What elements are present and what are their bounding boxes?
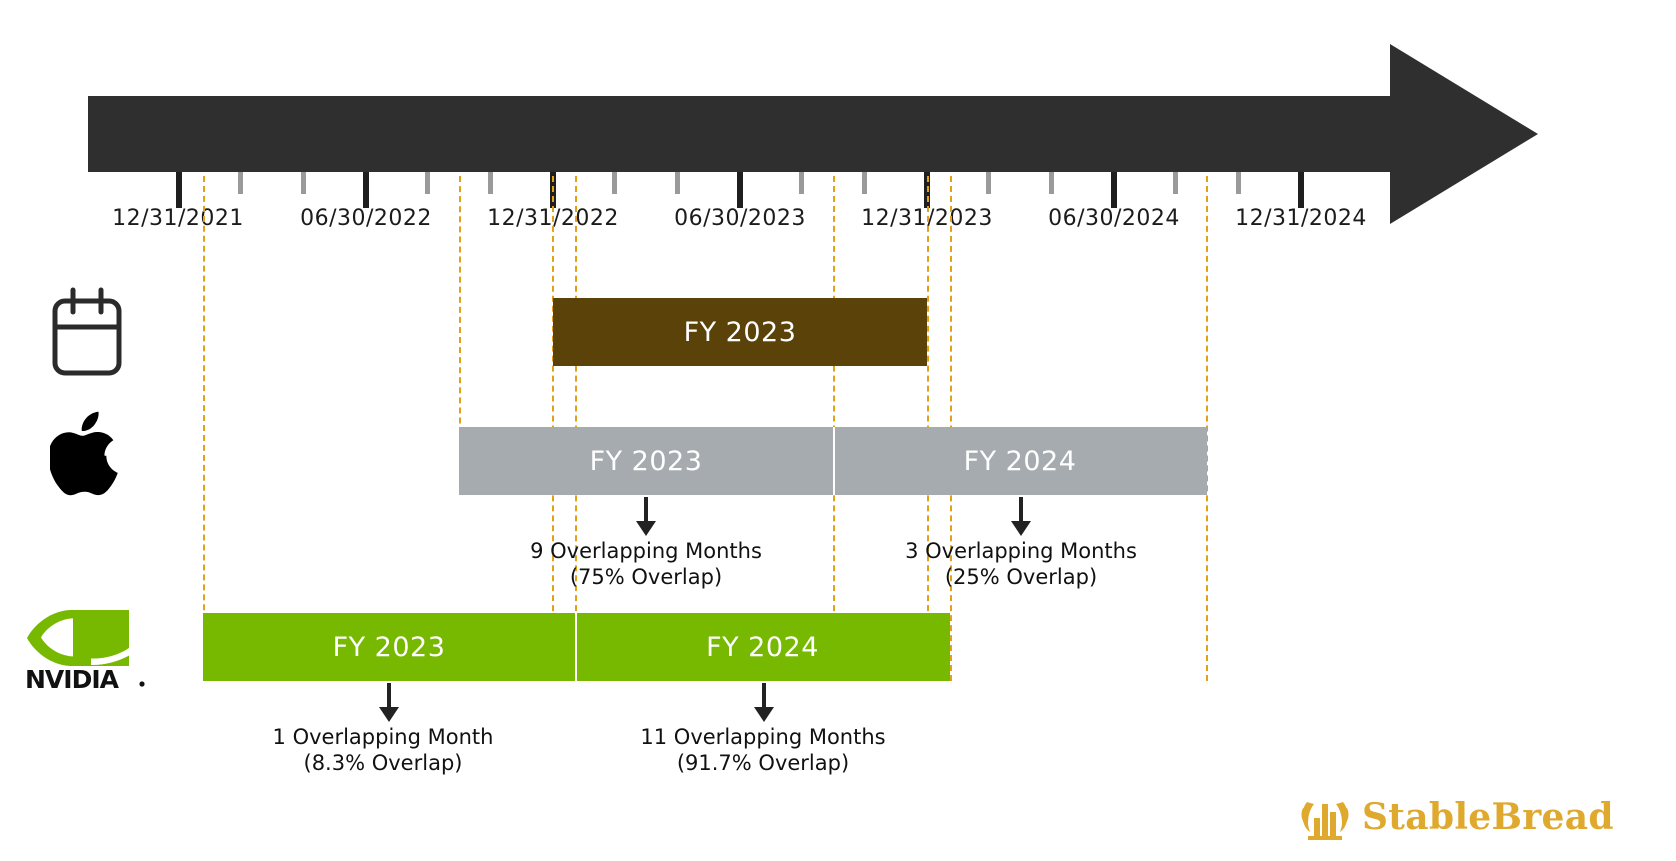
- annotation-nvidia-fy2024-overlap: 11 Overlapping Months (91.7% Overlap): [640, 724, 885, 777]
- bar-apple-fy2024: FY 2024: [833, 427, 1207, 495]
- arrow-down-icon: [376, 683, 402, 727]
- axis-tick-minor: [986, 172, 992, 194]
- arrow-down-icon: [1008, 497, 1034, 541]
- calendar-icon: [52, 287, 122, 381]
- axis-label-date: 06/30/2022: [300, 206, 432, 231]
- bar-nvidia-fy2024: FY 2024: [575, 613, 950, 681]
- axis-label-date: 12/31/2024: [1235, 206, 1367, 231]
- axis-tick-minor: [238, 172, 244, 194]
- guide-line-apple-fy2024-end: [1206, 176, 1208, 681]
- bar-divider: [833, 427, 835, 495]
- annotation-apple-fy2023-overlap: 9 Overlapping Months (75% Overlap): [530, 538, 762, 591]
- axis-label-date: 06/30/2024: [1048, 206, 1180, 231]
- stablebread-logo: StableBread: [1298, 792, 1614, 842]
- bar-divider: [575, 613, 577, 681]
- laurel-bars-icon: [1301, 802, 1349, 840]
- axis-tick-minor: [487, 172, 493, 194]
- axis-label-date: 12/31/2021: [112, 206, 244, 231]
- axis-tick-minor: [674, 172, 680, 194]
- annotation-nvidia-fy2023-overlap: 1 Overlapping Month (8.3% Overlap): [273, 724, 494, 777]
- annotation-line-2: (25% Overlap): [944, 565, 1098, 590]
- annotation-line-1: 3 Overlapping Months: [905, 539, 1137, 563]
- annotation-line-1: 1 Overlapping Month: [272, 725, 494, 749]
- axis-tick-minor: [300, 172, 306, 194]
- axis-tick-minor: [1048, 172, 1054, 194]
- guide-line-apple-fy2023-start: [459, 176, 461, 494]
- guide-line-nvidia-fy2023-start: [203, 176, 205, 680]
- bar-label: FY 2024: [706, 631, 819, 663]
- bar-label: FY 2023: [332, 631, 446, 663]
- annotation-line-2: (75% Overlap): [569, 565, 723, 590]
- bar-calendar-fy2023: FY 2023: [553, 298, 927, 366]
- timeline-axis-shaft: [88, 96, 1398, 172]
- axis-tick-major: [1298, 172, 1304, 208]
- bar-label: FY 2023: [683, 316, 797, 348]
- axis-tick-major: [176, 172, 182, 208]
- bar-nvidia-fy2023: FY 2023: [203, 613, 575, 681]
- axis-tick-minor: [425, 172, 431, 194]
- bar-apple-fy2023: FY 2023: [459, 427, 833, 495]
- axis-label-date: 06/30/2023: [674, 206, 806, 231]
- axis-tick-major: [1111, 172, 1117, 208]
- annotation-line-1: 11 Overlapping Months: [640, 725, 886, 749]
- timeline-arrow-head-icon: [1390, 44, 1538, 224]
- arrow-down-icon: [633, 497, 659, 541]
- bar-label: FY 2023: [589, 445, 703, 477]
- axis-tick-major: [737, 172, 743, 208]
- bar-label: FY 2024: [963, 445, 1077, 477]
- apple-logo-icon: [48, 405, 130, 505]
- nvidia-logo-icon: NVIDIA: [24, 600, 150, 696]
- brand-name: StableBread: [1362, 796, 1614, 838]
- annotation-line-2: (8.3% Overlap): [303, 751, 463, 776]
- axis-tick-minor: [612, 172, 618, 194]
- axis-tick-minor: [1173, 172, 1179, 194]
- axis-label-date: 12/31/2023: [861, 206, 993, 231]
- annotation-apple-fy2024-overlap: 3 Overlapping Months (25% Overlap): [905, 538, 1137, 591]
- axis-tick-minor: [1235, 172, 1241, 194]
- annotation-line-1: 9 Overlapping Months: [530, 539, 762, 563]
- svg-text:NVIDIA: NVIDIA: [25, 665, 120, 692]
- annotation-line-2: (91.7% Overlap): [676, 751, 850, 776]
- axis-tick-minor: [861, 172, 867, 194]
- axis-tick-major: [363, 172, 369, 208]
- arrow-down-icon: [751, 683, 777, 727]
- axis-tick-minor: [799, 172, 805, 194]
